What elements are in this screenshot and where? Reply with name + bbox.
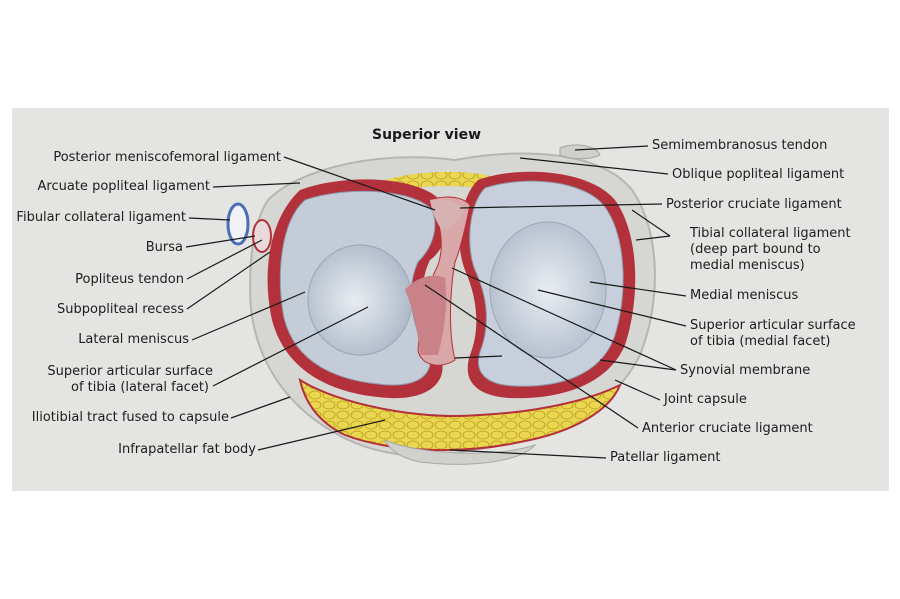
leader-synovial-a [451, 267, 677, 371]
leader-tibial-collateral-b [635, 235, 671, 241]
label-bursa: Bursa [145, 240, 183, 255]
label-fibular-collateral-ligament: Fibular collateral ligament [16, 210, 186, 225]
label-tibial-collateral-ligament-line1: Tibial collateral ligament [690, 226, 851, 241]
leader-medial-meniscus [589, 281, 687, 297]
label-synovial-membrane: Synovial membrane [680, 363, 811, 378]
leader-semimembranosus [574, 145, 649, 151]
label-tibial-collateral-ligament-line3: medial meniscus) [690, 258, 805, 273]
fibular-collateral-ligament-shape [226, 202, 250, 246]
leader-synovial-b [599, 359, 677, 371]
leader-patellar [449, 449, 607, 459]
leader-subpopliteal [186, 251, 271, 310]
label-popliteus-tendon: Popliteus tendon [75, 272, 184, 287]
leader-fibular-collateral [188, 217, 231, 221]
leader-arcuate-popliteal [212, 182, 301, 188]
leader-lateral-facet [212, 306, 369, 387]
infrapatellar-fat-region [298, 377, 622, 452]
leader-oblique-popliteal [519, 157, 669, 175]
label-infrapatellar-fat-body: Infrapatellar fat body [118, 442, 256, 457]
leader-popliteus [186, 239, 263, 280]
label-medial-meniscus: Medial meniscus [690, 288, 799, 303]
patellar-ligament-shape [383, 439, 537, 465]
label-arcuate-popliteal-ligament: Arcuate popliteal ligament [37, 179, 210, 194]
view-title: Superior view [372, 127, 482, 143]
leader-lines [185, 145, 687, 459]
label-patellar-ligament: Patellar ligament [610, 450, 721, 465]
leader-infrapatellar [257, 419, 386, 451]
label-joint-capsule: Joint capsule [664, 392, 747, 407]
label-lateral-meniscus: Lateral meniscus [78, 332, 189, 347]
label-subpopliteal-recess: Subpopliteal recess [57, 302, 184, 317]
leader-synovial-c [454, 355, 503, 359]
anterior-cruciate-ligament-shape [405, 275, 447, 355]
label-semimembranosus-tendon: Semimembranosus tendon [652, 138, 828, 153]
label-superior-articular-surface-lateral-line2: of tibia (lateral facet) [71, 380, 209, 395]
leader-posterior-meniscofemoral [283, 156, 436, 211]
label-superior-articular-surface-medial-line1: Superior articular surface [690, 318, 856, 333]
label-iliotibial-tract: Iliotibial tract fused to capsule [31, 410, 229, 425]
leader-bursa [185, 235, 256, 248]
label-tibial-collateral-ligament-line2: (deep part bound to [690, 242, 821, 257]
leader-iliotibial [230, 396, 291, 419]
bursa-shape [252, 219, 272, 253]
leader-anterior-cruciate [424, 284, 639, 429]
leader-posterior-cruciate [459, 203, 663, 209]
label-oblique-popliteal-ligament: Oblique popliteal ligament [672, 167, 845, 182]
label-posterior-cruciate-ligament: Posterior cruciate ligament [666, 197, 842, 212]
leader-lateral-meniscus [191, 291, 306, 341]
leader-tibial-collateral-a [631, 209, 671, 237]
posterior-cruciate-ligament-shape [430, 199, 465, 230]
label-superior-articular-surface-medial-line2: of tibia (medial facet) [690, 334, 831, 349]
label-posterior-meniscofemoral-ligament: Posterior meniscofemoral ligament [53, 150, 281, 165]
medial-articular-facet [489, 221, 607, 359]
lateral-articular-facet [307, 244, 413, 356]
leader-medial-facet [537, 289, 687, 327]
label-anterior-cruciate-ligament: Anterior cruciate ligament [642, 421, 813, 436]
leader-joint-capsule [614, 379, 661, 401]
semimembranosus-tendon-shape [559, 144, 601, 160]
label-superior-articular-surface-lateral-line1: Superior articular surface [47, 364, 213, 379]
